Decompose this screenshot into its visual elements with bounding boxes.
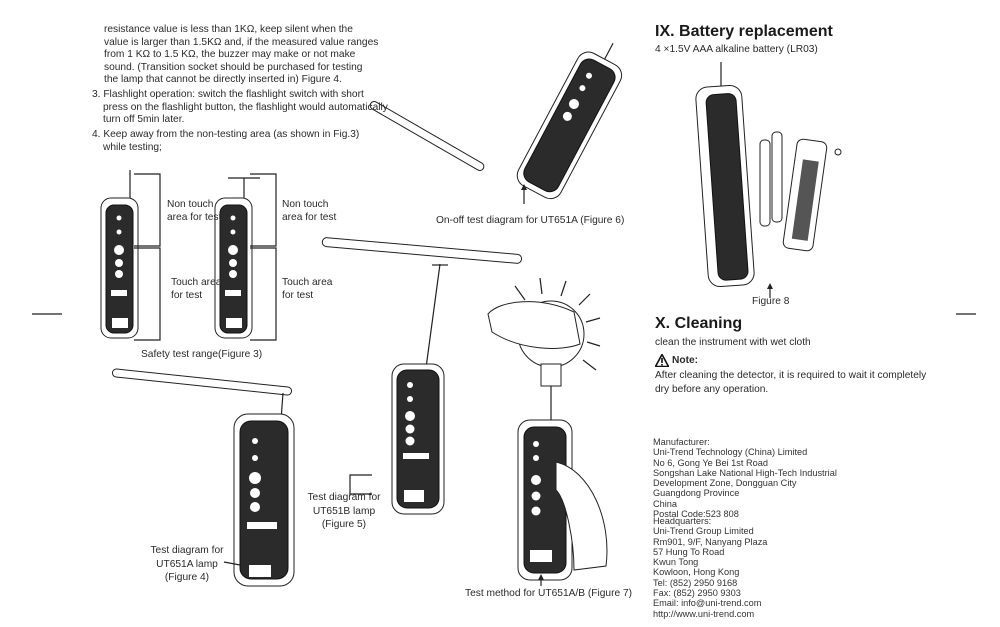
heading-battery-replacement: IX. Battery replacement bbox=[655, 23, 833, 40]
note-header: Note: bbox=[655, 353, 698, 367]
warning-triangle-icon bbox=[655, 353, 669, 367]
cleaning-text: clean the instrument with wet cloth bbox=[655, 337, 811, 348]
figure7-drawing bbox=[487, 277, 608, 586]
caption-figure4: Test diagram for UT651A lamp (Figure 4) bbox=[150, 545, 224, 583]
caption-figure5: Test diagram for UT651B lamp (Figure 5) bbox=[307, 492, 381, 530]
battery-spec: 4 ×1.5V AAA alkaline battery (LR03) bbox=[655, 44, 818, 55]
email-link[interactable]: Email: info@uni-trend.com bbox=[653, 598, 762, 609]
fluorescent-tube-figure6 bbox=[369, 101, 485, 171]
battery-1 bbox=[759, 139, 771, 227]
label-non-touch-right: Non touch area for test bbox=[282, 199, 337, 223]
caption-figure8: Figure 8 bbox=[752, 296, 790, 307]
figure3-drawing bbox=[100, 170, 277, 341]
note-label: Note: bbox=[672, 354, 699, 366]
website-link[interactable]: http://www.uni-trend.com bbox=[653, 608, 755, 619]
manufacturer-block: Manufacturer: Uni-Trend Technology (Chin… bbox=[653, 437, 837, 520]
note-text: After cleaning the detector, it is requi… bbox=[655, 370, 927, 395]
figure8-drawing bbox=[695, 62, 842, 298]
label-touch-right: Touch area for test bbox=[282, 277, 333, 301]
headquarters-block: Headquarters: Uni-Trend Group Limited Rm… bbox=[653, 516, 768, 619]
fluorescent-tube-figure4 bbox=[111, 368, 293, 396]
figure4-drawing bbox=[111, 368, 295, 587]
paragraph-resistance: resistance value is less than 1KΩ, keep … bbox=[104, 24, 379, 86]
label-non-touch-left: Non touch area for test bbox=[167, 199, 222, 223]
list-item-flashlight: 3. Flashlight operation: switch the flas… bbox=[92, 89, 388, 126]
caption-figure7: Test method for UT651A/B (Figure 7) bbox=[465, 588, 633, 599]
caption-figure6: On-off test diagram for UT651A (Figure 6… bbox=[436, 215, 625, 226]
figure6-drawing bbox=[369, 42, 623, 204]
label-touch-left: Touch area for test bbox=[171, 277, 222, 301]
list-item-keep-away: 4. Keep away from the non-testing area (… bbox=[92, 129, 360, 153]
heading-cleaning: X. Cleaning bbox=[655, 315, 743, 332]
caption-figure3: Safety test range(Figure 3) bbox=[141, 349, 263, 360]
figure5-drawing bbox=[321, 237, 523, 515]
battery-2 bbox=[771, 131, 783, 223]
fluorescent-tube-figure5 bbox=[321, 237, 523, 264]
